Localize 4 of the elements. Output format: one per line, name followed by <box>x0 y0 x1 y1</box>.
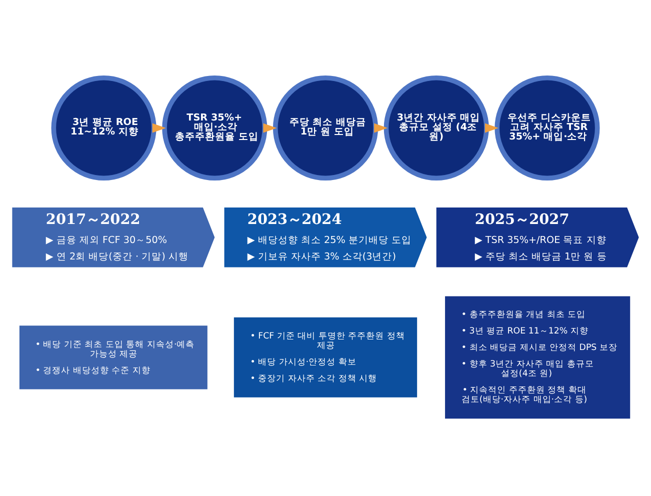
node-circle: 우선주 디스카운트 고려 자사주 TSR 35%+ 매입·소각 <box>494 75 600 181</box>
node-box: • FCF 기준 대비 투명한 주주환원 정책 제공 • 배당 가시성·안정성 확보 • 중장기 자사주 소각 정책 시행 <box>234 317 418 398</box>
node-box: • 총주주환원율 개념 최초 도입 • 3년 평균 ROE 11～12% 지향 • 최소 배당금 제시로 안정적 DPS 보장 • 향후 3년간 자사주 매입 총규모 설정(4조 원) • 지속적인 주주환원 정책 확대 검토(배당·자사주 매입·소각 등) <box>445 296 630 419</box>
node-box: • 배당 기준 최초 도입 통해 지속성·예측 가능성 제공 • 경쟁사 배당성향 수준 지향 <box>19 326 208 390</box>
